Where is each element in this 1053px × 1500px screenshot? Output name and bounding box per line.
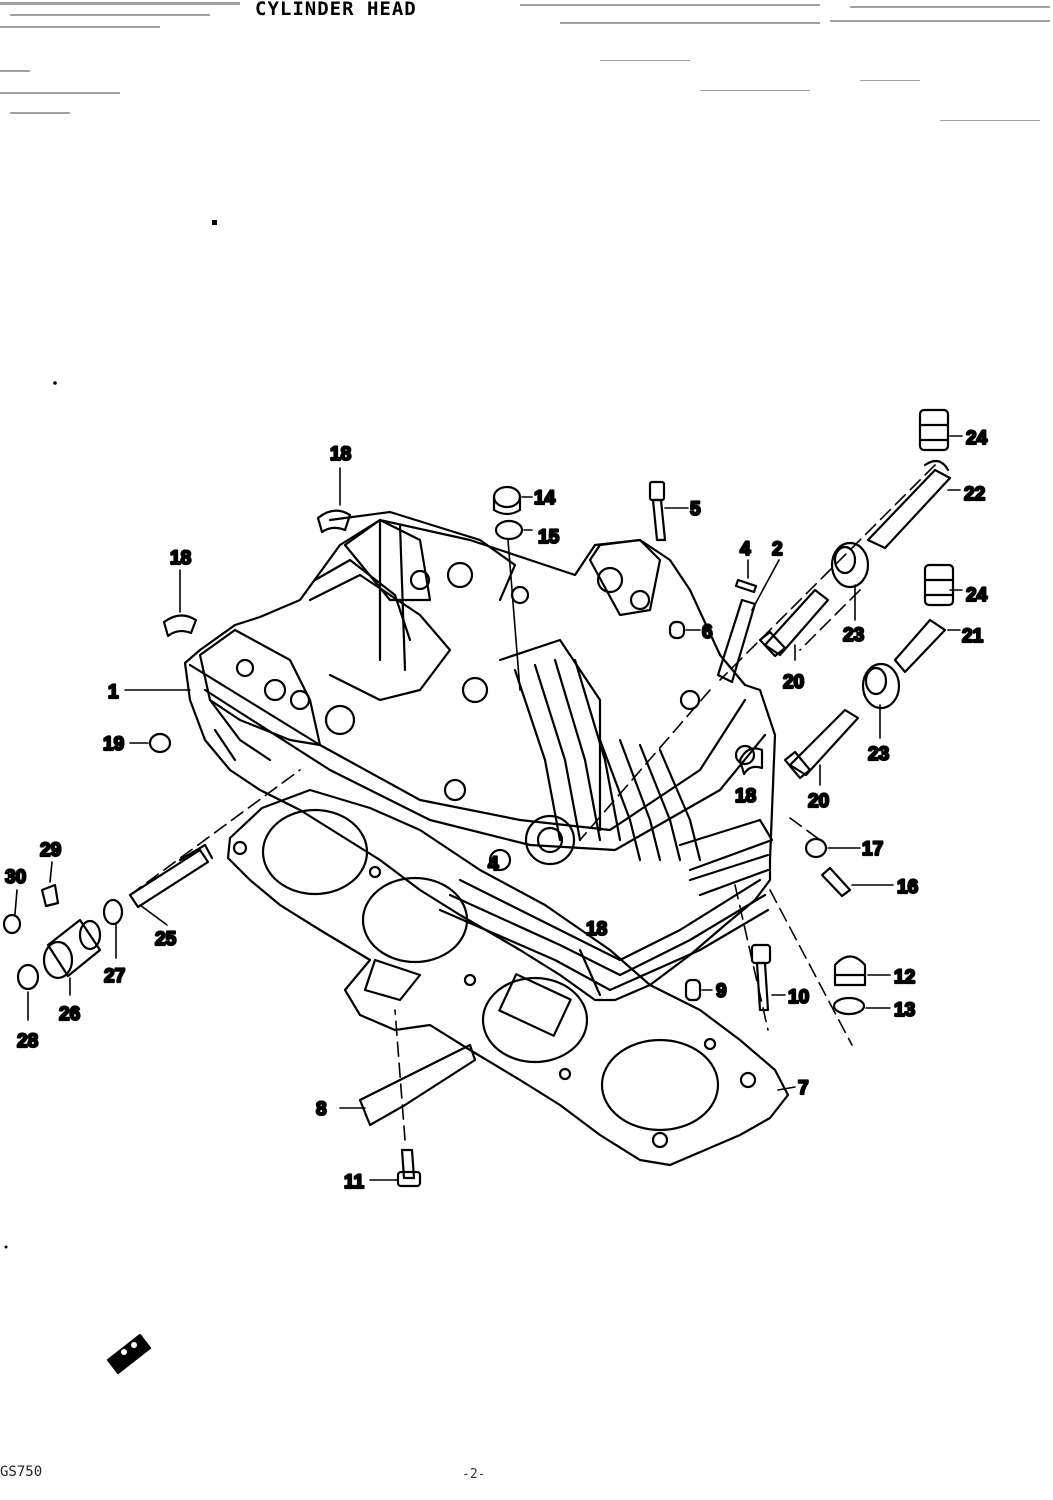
callout-27: 27 [104,966,125,987]
callout-18-bottom: 18 [586,919,607,940]
cap-nut-12 [833,955,867,987]
callout-26: 26 [59,1004,80,1025]
callout-1: 1 [108,682,119,703]
callout-labels: 1 2 4 4 5 6 7 8 9 10 11 12 13 14 15 16 1… [4,427,989,1194]
head-gasket-drawing [226,788,790,1167]
bolt-30 [2,913,22,935]
hose-22 [866,468,952,550]
nipple-20-upper [758,588,830,658]
callout-23-lower: 23 [868,744,889,765]
callout-16: 16 [897,877,918,898]
callout-6: 6 [702,622,713,643]
callout-5: 5 [690,499,701,520]
callout-18-left: 18 [170,548,191,569]
hose-21 [893,618,947,674]
washer-17 [804,837,828,859]
callout-25: 25 [155,929,177,950]
callout-20-lower: 20 [808,791,829,812]
plug-19 [148,732,172,754]
clip-4 [734,578,758,594]
cap-23-upper [830,541,870,589]
nut-14 [492,485,522,516]
callout-19: 19 [103,734,124,755]
callout-13: 13 [894,1000,915,1021]
nut-28 [16,963,40,991]
callout-24-upper: 24 [966,428,988,449]
callout-4-upper: 4 [740,539,751,560]
callout-11: 11 [344,1172,365,1193]
callout-18-right: 18 [735,786,756,807]
leader-lines [14,435,963,1181]
nipple-20-lower [783,708,860,780]
gasket-8 [358,1043,477,1127]
callout-30: 30 [5,867,26,888]
callout-8: 8 [316,1099,327,1120]
callout-4-lower: 4 [488,854,499,875]
alignment-lines [129,464,936,1141]
page-number: -2- [462,1467,486,1482]
cap-23-lower [861,662,901,710]
cylinder-head-drawing [183,510,777,1002]
fitting-24-lower [923,563,955,607]
part-2 [716,598,757,684]
callout-20-upper: 20 [783,672,804,693]
callout-23-upper: 23 [843,625,864,646]
callout-15: 15 [538,527,560,548]
cap-18-right [738,747,764,776]
bolt-5 [648,480,667,542]
washer-15 [494,519,524,541]
callout-7: 7 [798,1078,809,1099]
callout-24-lower: 24 [966,585,988,606]
adjuster-26 [42,918,102,980]
hose-22-bend [923,459,950,472]
cap-18-top [316,509,352,534]
callout-18-top: 18 [330,444,351,465]
o-ring-27 [102,898,124,926]
bolt-11 [396,1148,422,1188]
bolt-16 [820,866,852,898]
model-code: GS750 [0,1464,43,1480]
callout-29: 29 [40,840,61,861]
bolt-10 [750,943,772,1012]
shaft-25 [128,843,214,909]
cap-18-left [162,614,198,638]
callout-22: 22 [964,484,985,505]
dowel-6 [668,620,686,640]
callout-17: 17 [862,839,883,860]
washer-13 [832,996,866,1016]
callout-28: 28 [17,1031,38,1052]
callout-10: 10 [788,987,809,1008]
callout-9: 9 [716,981,727,1002]
callout-12: 12 [894,967,915,988]
fitting-24-upper [918,408,950,452]
clip-29 [40,883,60,908]
scan-noise [0,2,1050,121]
callout-21: 21 [962,626,984,647]
page-title: CYLINDER HEAD [255,0,417,20]
front-arrow-icon [106,1333,152,1375]
callout-2: 2 [772,539,783,560]
dowel-9 [684,978,702,1002]
callout-14: 14 [534,488,556,509]
